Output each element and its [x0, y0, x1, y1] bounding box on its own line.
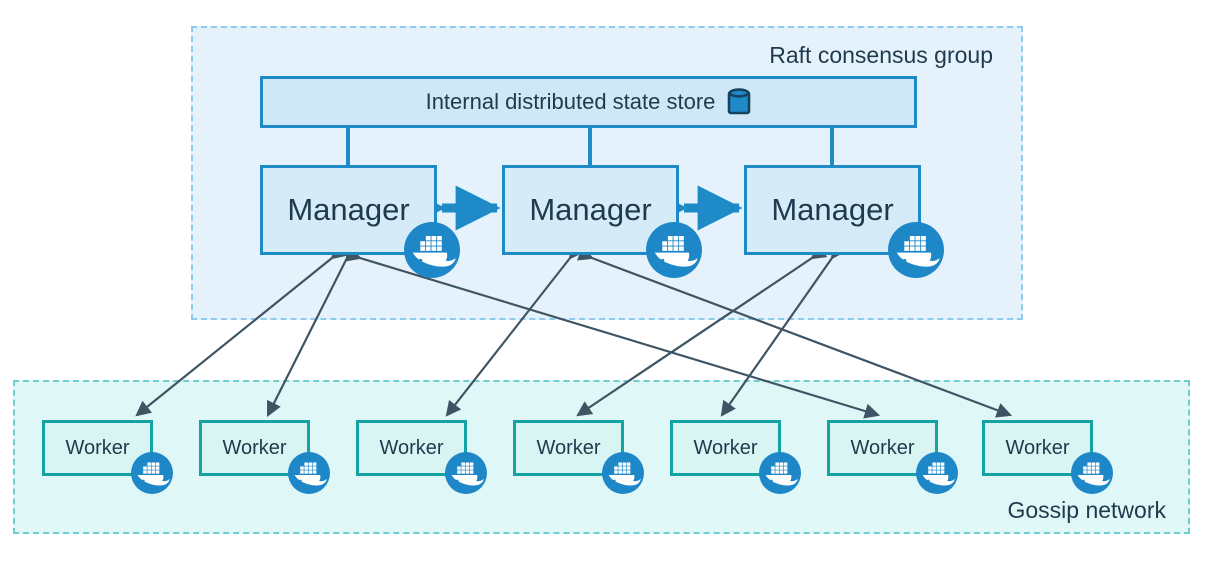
worker-label: Worker — [65, 436, 130, 459]
worker-label: Worker — [536, 436, 601, 459]
docker-whale-icon — [445, 452, 487, 494]
docker-whale-icon — [404, 222, 460, 278]
docker-whale-icon — [1071, 452, 1113, 494]
worker-label: Worker — [1005, 436, 1070, 459]
internal-distributed-state-store[interactable]: Internal distributed state store — [260, 76, 917, 128]
docker-whale-icon — [288, 452, 330, 494]
database-icon — [727, 87, 751, 117]
state-store-label: Internal distributed state store — [425, 89, 716, 114]
worker-label: Worker — [379, 436, 444, 459]
manager-node-3[interactable]: Manager — [744, 165, 921, 255]
manager-label: Manager — [771, 192, 894, 227]
docker-whale-icon — [916, 452, 958, 494]
worker-label: Worker — [693, 436, 758, 459]
manager-label: Manager — [529, 192, 652, 227]
docker-whale-icon — [602, 452, 644, 494]
manager-label: Manager — [287, 192, 410, 227]
worker-node-6[interactable]: Worker — [827, 420, 938, 476]
worker-label: Worker — [222, 436, 287, 459]
zone-raft-label: Raft consensus group — [769, 42, 993, 68]
docker-whale-icon — [131, 452, 173, 494]
docker-whale-icon — [888, 222, 944, 278]
docker-whale-icon — [759, 452, 801, 494]
worker-label: Worker — [850, 436, 915, 459]
docker-whale-icon — [646, 222, 702, 278]
zone-gossip-label: Gossip network — [1007, 497, 1166, 523]
